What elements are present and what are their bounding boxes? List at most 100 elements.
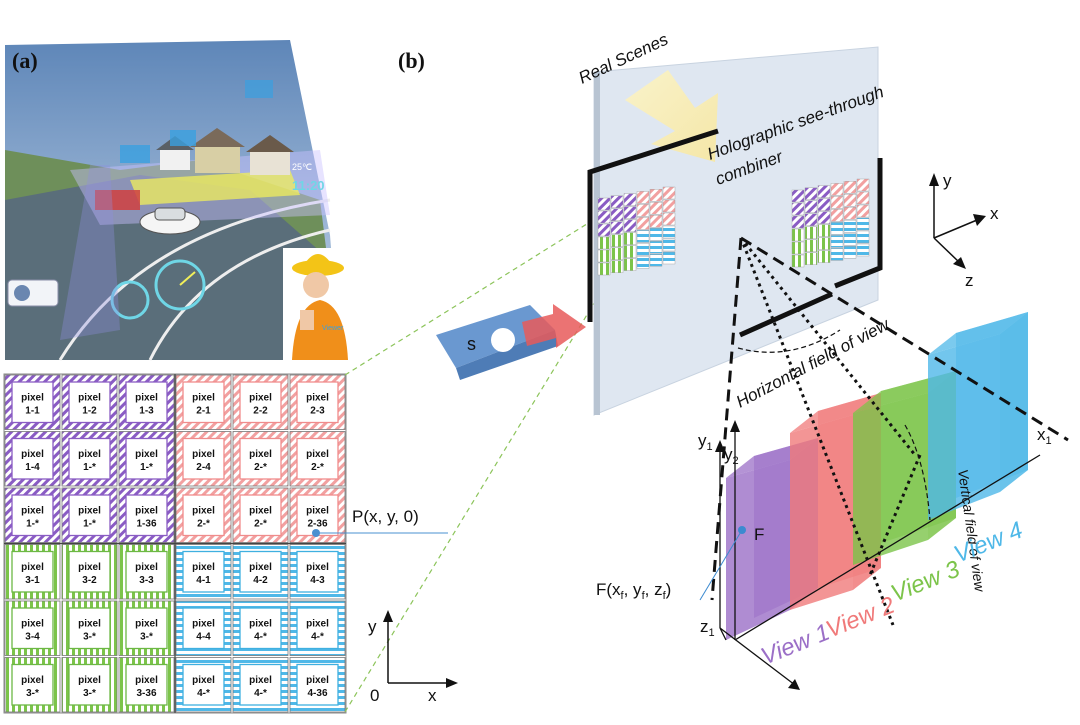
global-axis-y-label: y bbox=[943, 171, 952, 190]
global-axis-z-label: z bbox=[965, 271, 974, 290]
mini-pixel-cell bbox=[817, 185, 831, 198]
axis-z1-label: z1 bbox=[700, 617, 715, 639]
view-label: View 4 bbox=[950, 517, 1027, 569]
mini-pixel-cell bbox=[791, 189, 805, 203]
hud-temperature: 25℃ bbox=[292, 162, 312, 172]
pixel-cell-id: 4-3 bbox=[310, 575, 325, 586]
pixel-cell: pixel 3-* bbox=[61, 600, 118, 656]
pixel-cell-id: 2-2 bbox=[253, 405, 268, 416]
mini-pixel-cell bbox=[597, 249, 611, 263]
combiner-edge bbox=[594, 72, 600, 415]
mini-pixel-cell bbox=[597, 197, 611, 211]
pixel-cell-prefix: pixel bbox=[249, 505, 272, 516]
pixel-cell: pixel 3-3 bbox=[118, 544, 175, 600]
pixel-cell-prefix: pixel bbox=[135, 618, 158, 629]
mini-pixel-cell bbox=[610, 260, 624, 273]
projector-icon bbox=[7, 279, 59, 307]
mini-pixel-cell bbox=[830, 248, 844, 261]
pixel-cell-prefix: pixel bbox=[192, 562, 215, 573]
pixel-cell-prefix: pixel bbox=[78, 392, 101, 403]
mini-pixel-cell bbox=[597, 210, 611, 224]
mini-pixel-cell bbox=[856, 178, 870, 192]
mini-pixel-cell bbox=[817, 237, 831, 250]
pixel-cell-prefix: pixel bbox=[192, 675, 215, 686]
mini-pixel-cell bbox=[830, 183, 844, 196]
mini-pixel-cell bbox=[649, 240, 663, 254]
pixel-cell-prefix: pixel bbox=[135, 562, 158, 573]
view-label: View 2 bbox=[822, 592, 899, 644]
mini-pixel-cell bbox=[804, 252, 818, 266]
mini-pixel-cell bbox=[817, 198, 831, 211]
pixel-cell-id: 2-3 bbox=[310, 405, 325, 416]
panel-label-a: (a) bbox=[12, 48, 38, 73]
mini-pixel-cell bbox=[636, 256, 650, 269]
point-f-coordinates: F(xf, yf, zf) bbox=[596, 580, 671, 602]
global-axes: y x z bbox=[929, 171, 999, 290]
pixel-cell-id: 4-2 bbox=[253, 575, 268, 586]
pixel-cell-prefix: pixel bbox=[21, 562, 44, 573]
mini-pixel-cell bbox=[804, 213, 818, 227]
pixel-cell-prefix: pixel bbox=[192, 618, 215, 629]
pixel-cell: pixel 4-4 bbox=[175, 600, 232, 656]
pixel-cell-id: 3-* bbox=[26, 688, 39, 699]
pixel-cell-prefix: pixel bbox=[21, 392, 44, 403]
pixel-cell-prefix: pixel bbox=[306, 505, 329, 516]
pixel-cell-id: 2-* bbox=[254, 462, 267, 473]
pixel-cell-prefix: pixel bbox=[192, 505, 215, 516]
fov-rays bbox=[710, 236, 1069, 626]
pixel-cell-prefix: pixel bbox=[78, 618, 101, 629]
pixel-cell-prefix: pixel bbox=[249, 449, 272, 460]
mini-pixel-cell bbox=[597, 236, 611, 250]
viewer-icon: Viewer bbox=[283, 248, 348, 360]
pixel-cell-prefix: pixel bbox=[135, 675, 158, 686]
mini-pixel-cell bbox=[843, 232, 857, 246]
axis-y1-label: y1 bbox=[698, 431, 713, 453]
mini-pixel-cell bbox=[804, 226, 818, 240]
mini-pixel-cell bbox=[662, 225, 676, 239]
mini-pixel-cell bbox=[649, 188, 663, 202]
grid-origin-label: 0 bbox=[370, 686, 379, 705]
mini-pixel-cell bbox=[843, 206, 857, 220]
mini-pixel-cell bbox=[649, 227, 663, 241]
pixel-cell-prefix: pixel bbox=[78, 562, 101, 573]
pixel-cell-id: 4-1 bbox=[196, 575, 211, 586]
mini-pixel-cell bbox=[623, 219, 637, 232]
mini-pixel-cell bbox=[791, 241, 805, 255]
pixel-cell-prefix: pixel bbox=[78, 449, 101, 460]
zoom-guide-top bbox=[344, 221, 591, 376]
pixel-cell-id: 1-* bbox=[83, 518, 96, 529]
mini-pixel-cell bbox=[662, 212, 676, 226]
view-label: View 3 bbox=[887, 555, 964, 607]
mini-pixel-cell bbox=[636, 217, 650, 230]
pixel-cell-id: 3-3 bbox=[139, 575, 154, 586]
mini-pixel-cell bbox=[623, 245, 637, 258]
pixel-cell-prefix: pixel bbox=[78, 675, 101, 686]
source-beam-arrow bbox=[522, 304, 586, 348]
mini-pixel-cell bbox=[649, 214, 663, 228]
pixel-cell-id: 2-* bbox=[254, 518, 267, 529]
source-device: s bbox=[436, 304, 586, 380]
view-volumes bbox=[726, 312, 1028, 640]
pixel-cell-id: 1-* bbox=[26, 518, 39, 529]
pixel-cell-id: 4-* bbox=[311, 631, 324, 642]
mini-pixel-cell bbox=[610, 221, 624, 235]
mini-pixel-cell bbox=[649, 201, 663, 215]
pixel-cell-id: 4-4 bbox=[196, 631, 211, 642]
mini-pixel-cell bbox=[856, 204, 870, 218]
mini-pixel-cell bbox=[610, 234, 624, 248]
mini-pixel-cell bbox=[662, 238, 676, 252]
mini-pixel-cell bbox=[856, 243, 870, 257]
pixel-cell-prefix: pixel bbox=[135, 505, 158, 516]
pixel-cell-id: 3-* bbox=[83, 631, 96, 642]
mini-pixel-cell bbox=[830, 209, 844, 222]
